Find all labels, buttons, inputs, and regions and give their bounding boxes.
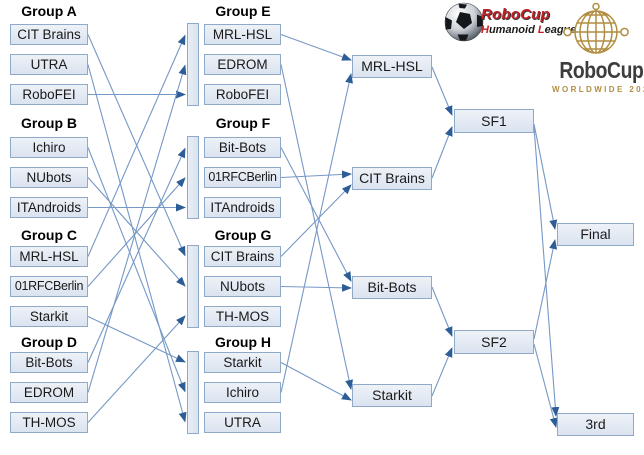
edge-edrom-d-to-group-e <box>87 64 187 393</box>
edge-nubots-to-group-g <box>87 177 186 287</box>
team-box-a2: UTRA <box>10 54 88 75</box>
edge-edrom-e-to-qf-starkit <box>280 64 354 390</box>
edge-ichiro-h-to-qf-mrl <box>280 73 353 393</box>
edge-nubots-g-to-qf-bitbots <box>280 283 352 292</box>
team-box-f2: 01RFCBerlin <box>204 167 281 188</box>
team-box-g1: CIT Brains <box>204 246 281 267</box>
edge-cit-brains-g-to-qf <box>280 184 352 257</box>
humanoid-league-ball-icon <box>443 2 485 47</box>
worldwide-title: RoboCup <box>559 57 644 83</box>
group-d-header: Group D <box>21 334 77 350</box>
team-box-h3: UTRA <box>204 412 281 433</box>
team-box-h1: Starkit <box>204 352 281 373</box>
edge-starkit-h-to-qf <box>280 362 352 401</box>
qualifier-bar-group-g <box>187 245 199 328</box>
qualifier-bar-group-e <box>187 23 199 106</box>
sf2-box: SF2 <box>454 330 534 354</box>
edge-01rfcberlin-to-group-f <box>87 177 186 287</box>
edge-mrl-hsl-e-to-qf <box>280 33 352 61</box>
qualifier-bar-group-h <box>187 351 199 434</box>
worldwide-subtitle: WORLDWIDE 2021 <box>552 85 644 94</box>
team-box-a3: RoboFEI <box>10 84 88 105</box>
qf-box-mrl-hsl: MRL-HSL <box>352 55 432 78</box>
edge-cit-brains-to-sf1 <box>431 126 453 179</box>
group-g-header: Group G <box>214 227 272 243</box>
group-b-header: Group B <box>21 115 77 131</box>
team-box-c3: Starkit <box>10 306 88 327</box>
group-a-header: Group A <box>21 3 77 19</box>
qf-box-cit-brains: CIT Brains <box>352 167 432 190</box>
edge-bit-bots-d-to-group-f <box>87 147 186 363</box>
team-box-b2: NUbots <box>10 167 88 188</box>
team-box-g2: NUbots <box>204 276 281 297</box>
group-e-header: Group E <box>215 3 271 19</box>
edge-mrl-hsl-to-sf1 <box>431 66 453 116</box>
edge-th-mos-d-to-group-g <box>87 315 186 423</box>
edge-sf1-to-final <box>533 123 558 230</box>
sf1-box: SF1 <box>454 109 534 133</box>
team-box-h2: Ichiro <box>204 382 281 403</box>
team-box-b3: ITAndroids <box>10 197 88 218</box>
edge-bit-bots-f-to-qf <box>280 147 352 282</box>
group-f-header: Group F <box>215 115 271 131</box>
team-box-f3: ITAndroids <box>204 197 281 218</box>
edge-ichiro-to-group-h <box>87 147 186 393</box>
team-box-c1: MRL-HSL <box>10 246 88 267</box>
team-box-d3: TH-MOS <box>10 412 88 433</box>
team-box-e1: MRL-HSL <box>204 24 281 45</box>
edge-mrl-hsl-c-to-group-e <box>87 34 186 257</box>
third-place-box: 3rd <box>557 413 634 436</box>
edge-sf2-to-final <box>533 239 558 340</box>
team-box-a1: CIT Brains <box>10 24 88 45</box>
team-box-d1: Bit-Bots <box>10 352 88 373</box>
team-box-e2: EDROM <box>204 54 281 75</box>
edge-starkit-to-sf2 <box>431 347 453 397</box>
group-h-header: Group H <box>215 334 271 350</box>
edge-starkit-c-to-group-h <box>87 316 186 363</box>
qf-box-starkit: Starkit <box>352 384 432 407</box>
humanoid-league-wordmark: RoboCup Humanoid League <box>481 6 577 36</box>
humanoid-league-title: RoboCup <box>481 6 550 23</box>
edge-cit-brains-a-to-group-g <box>87 34 186 257</box>
team-box-b1: Ichiro <box>10 137 88 158</box>
team-box-d2: EDROM <box>10 382 88 403</box>
edge-utra-to-group-h <box>87 64 187 423</box>
team-box-g3: TH-MOS <box>204 306 281 327</box>
edge-sf2-to-3rd <box>533 343 558 428</box>
team-box-f1: Bit-Bots <box>204 137 281 158</box>
edge-sf1-to-3rd <box>533 126 560 417</box>
group-c-header: Group C <box>21 227 77 243</box>
final-box: Final <box>557 223 634 246</box>
qualifier-bar-group-f <box>187 136 199 219</box>
team-box-c2: 01RFCBerlin <box>10 276 88 297</box>
worldwide-globe-icon <box>560 2 632 63</box>
qf-box-bit-bots: Bit-Bots <box>352 276 432 299</box>
edge-bit-bots-to-sf2 <box>431 286 453 337</box>
team-box-e3: RoboFEI <box>204 84 281 105</box>
edge-01rfcberlin-f-to-qf-cit <box>280 170 352 179</box>
